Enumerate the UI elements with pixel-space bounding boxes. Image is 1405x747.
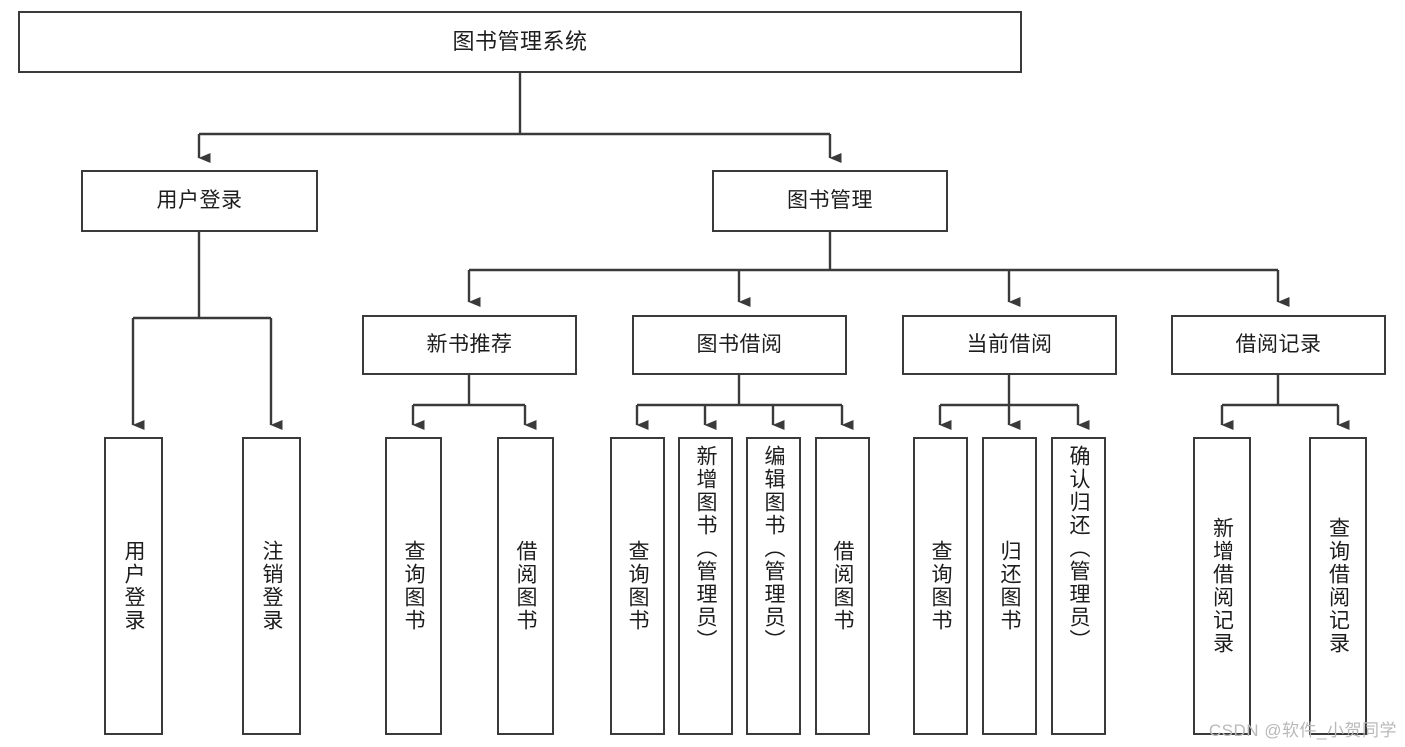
leaf-user-login-signin[interactable]: 用户登录: [104, 437, 163, 735]
leaf-borrow-borrow-book[interactable]: 借阅图书: [815, 437, 870, 735]
leaf-current-confirm-return-admin[interactable]: 确认归还（管理员）: [1051, 437, 1106, 735]
node-label: 借阅记录: [1235, 332, 1322, 356]
node-label: 新书推荐: [426, 332, 513, 356]
node-label: 图书管理系统: [452, 29, 588, 55]
node-label: 图书借阅: [696, 332, 783, 356]
node-label: 用户登录: [156, 188, 243, 212]
node-label: 编辑图书（管理员）: [762, 445, 785, 652]
csdn-watermark: CSDN @软件_小贺同学: [1208, 721, 1397, 740]
leaf-new-book-query-book[interactable]: 查询图书: [385, 437, 442, 735]
node-book-management[interactable]: 图书管理: [712, 170, 948, 232]
leaf-record-query-borrow-record[interactable]: 查询借阅记录: [1309, 437, 1367, 735]
node-user-login[interactable]: 用户登录: [81, 170, 318, 232]
node-root-book-management-system[interactable]: 图书管理系统: [18, 11, 1022, 73]
node-label: 当前借阅: [966, 332, 1053, 356]
leaf-borrow-edit-book-admin[interactable]: 编辑图书（管理员）: [746, 437, 801, 735]
leaf-current-return-book[interactable]: 归还图书: [982, 437, 1037, 735]
node-label: 借阅图书: [514, 540, 537, 632]
node-label: 查询图书: [402, 540, 425, 632]
node-label: 新增图书（管理员）: [694, 445, 717, 652]
node-new-book-recommendation[interactable]: 新书推荐: [362, 315, 577, 375]
node-label: 借阅图书: [831, 540, 854, 632]
node-book-borrowing[interactable]: 图书借阅: [632, 315, 847, 375]
node-borrowing-record[interactable]: 借阅记录: [1171, 315, 1386, 375]
node-label: 确认归还（管理员）: [1067, 445, 1090, 652]
leaf-record-add-borrow-record[interactable]: 新增借阅记录: [1193, 437, 1251, 735]
node-label: 图书管理: [787, 188, 873, 212]
node-label: 查询图书: [929, 540, 952, 632]
node-label: 注销登录: [260, 540, 283, 632]
leaf-borrow-add-book-admin[interactable]: 新增图书（管理员）: [678, 437, 733, 735]
node-label: 查询图书: [626, 540, 649, 632]
node-current-borrowing[interactable]: 当前借阅: [902, 315, 1117, 375]
leaf-current-query-book[interactable]: 查询图书: [913, 437, 968, 735]
leaf-new-book-borrow-book[interactable]: 借阅图书: [497, 437, 554, 735]
node-label: 用户登录: [122, 540, 145, 632]
node-label: 归还图书: [998, 540, 1021, 632]
leaf-user-login-signout[interactable]: 注销登录: [242, 437, 301, 735]
node-label: 新增借阅记录: [1210, 517, 1234, 655]
leaf-borrow-query-book[interactable]: 查询图书: [610, 437, 665, 735]
node-label: 查询借阅记录: [1326, 517, 1350, 655]
